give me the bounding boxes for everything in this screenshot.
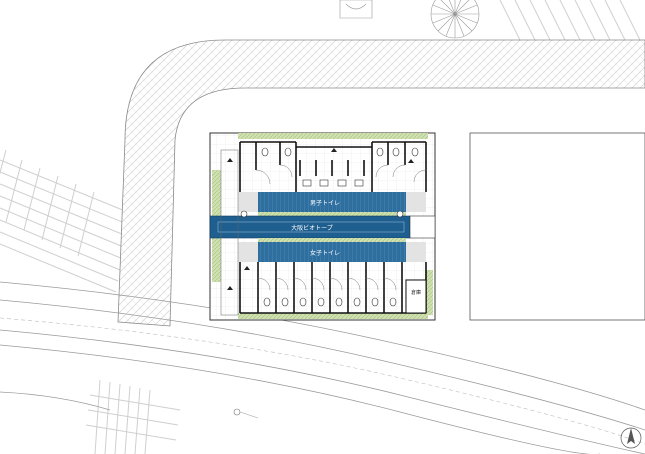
crosswalk-left [0, 149, 136, 293]
mens-stalls [239, 141, 427, 192]
north-arrow-icon [620, 427, 642, 449]
road-lines [0, 281, 645, 454]
crosswalk-top [499, 0, 641, 41]
road-dashes [0, 317, 645, 445]
corridor-top-gray-left [238, 192, 258, 212]
central-aisle-inner [217, 221, 405, 233]
corridor-bottom-gray-right [406, 242, 426, 262]
site-object [339, 0, 373, 19]
tree-icon [430, 0, 480, 39]
womens-fixtures [263, 297, 397, 307]
multipurpose-slope-label: 大阪ビオトープ [291, 224, 333, 232]
corridor-top-gray-right [406, 192, 426, 212]
path-marker [233, 408, 241, 416]
womens-corridor [258, 242, 406, 262]
planting-right [425, 270, 433, 315]
dark-fixtures-bottom [227, 266, 250, 290]
paved-walkway [117, 39, 645, 327]
mens-corridor [258, 192, 406, 212]
mens-toilet-label: 男子トイレ [310, 200, 340, 207]
door-arcs-bottom [257, 277, 397, 291]
left-entry [220, 149, 239, 316]
adjacent-lot [469, 132, 645, 321]
planting-top [238, 133, 428, 139]
crosswalk-bottom [85, 379, 181, 454]
mens-fixtures [261, 147, 419, 187]
dark-fixtures-top [227, 148, 414, 163]
aisle-green-top [258, 212, 406, 216]
womens-stalls [239, 262, 427, 314]
planting-bottom [238, 313, 428, 319]
corridor-bottom-gray-left [238, 242, 258, 262]
aisle-right-cap [409, 215, 436, 239]
path-marker-line [239, 411, 259, 419]
aisle-green-bottom [258, 238, 406, 242]
womens-toilet-label: 女子トイレ [310, 249, 340, 257]
storage-label: 倉庫 [411, 289, 421, 296]
door-arcs-top [255, 164, 427, 185]
storage-room [405, 279, 427, 314]
